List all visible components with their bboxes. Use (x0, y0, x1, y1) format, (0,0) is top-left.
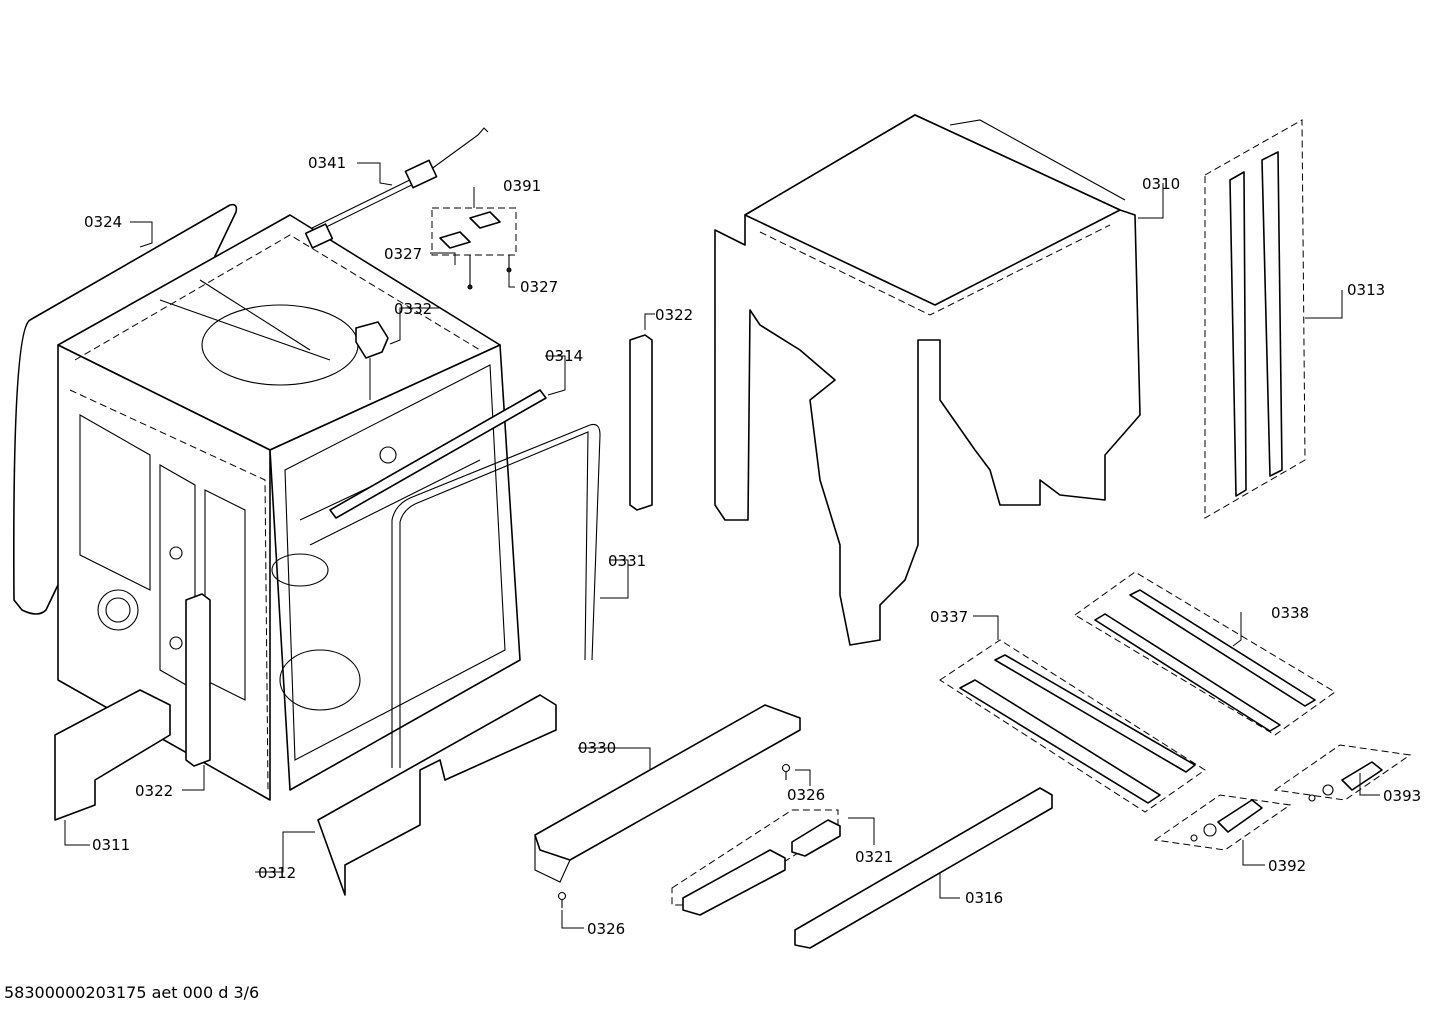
part-0392-roller (1153, 794, 1292, 851)
part-0338-rails (1074, 571, 1336, 736)
part-0341-cable (304, 127, 489, 249)
label-0331: 0331 (608, 552, 646, 570)
part-0337-rails (939, 639, 1206, 813)
part-0393-roller (1273, 744, 1412, 802)
part-0331-gasket (391, 423, 601, 768)
label-0326-lower: 0326 (587, 920, 625, 938)
label-0393: 0393 (1383, 787, 1421, 805)
part-0312-front-insulation (317, 694, 557, 896)
part-tub (57, 214, 521, 801)
label-0310: 0310 (1142, 175, 1180, 193)
label-0313: 0313 (1347, 281, 1385, 299)
part-0322-strip-upper (629, 334, 653, 511)
part-0314-top-strip (329, 389, 547, 519)
label-0314: 0314 (545, 347, 583, 365)
label-0311: 0311 (92, 836, 130, 854)
part-0321-foam-pads (671, 809, 841, 916)
part-labels: 0341 0391 0324 0327 0327 0332 0314 0322 … (84, 154, 1421, 938)
part-0310-insulation-blanket (714, 114, 1141, 646)
label-0337: 0337 (930, 608, 968, 626)
label-0332: 0332 (394, 300, 432, 318)
label-0391: 0391 (503, 177, 541, 195)
label-0392: 0392 (1268, 857, 1306, 875)
part-0313-side-trims (1204, 119, 1306, 519)
part-0330-base-channel (534, 704, 801, 883)
label-0322-upper: 0322 (655, 306, 693, 324)
part-0311-left-insulation (54, 689, 171, 821)
label-0321: 0321 (855, 848, 893, 866)
label-0338: 0338 (1271, 604, 1309, 622)
part-0391-hinge-group (431, 207, 517, 290)
label-0316: 0316 (965, 889, 1003, 907)
part-0326-screw-lower (557, 891, 567, 908)
part-0326-screw-upper (781, 763, 791, 780)
label-0327-lower: 0327 (520, 278, 558, 296)
label-0322-lower: 0322 (135, 782, 173, 800)
label-0326-upper: 0326 (787, 786, 825, 804)
label-0341: 0341 (308, 154, 346, 172)
drawing-reference-number: 58300000203175 aet 000 d 3/6 (4, 983, 259, 1002)
part-0332-latch (355, 321, 389, 400)
part-0322-strip-lower (185, 593, 211, 767)
part-0316-kickplate (794, 787, 1053, 949)
label-0327-upper: 0327 (384, 245, 422, 263)
leader-lines (64, 162, 1380, 929)
label-0330: 0330 (578, 739, 616, 757)
label-0312: 0312 (258, 864, 296, 882)
label-0324: 0324 (84, 213, 122, 231)
